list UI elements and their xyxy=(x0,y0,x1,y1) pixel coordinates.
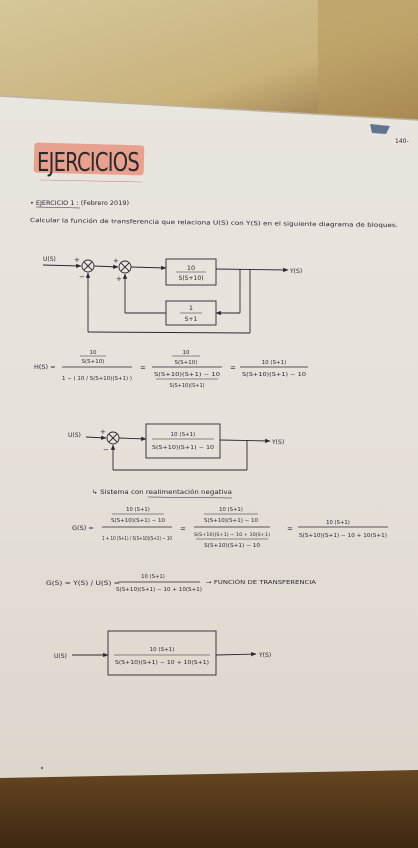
h-t3-den: S(S+10)(S+1) − 10 xyxy=(242,372,306,378)
d1-summer-2-x2 xyxy=(120,262,130,272)
d1-plus-3: + xyxy=(116,275,122,283)
title-highlight xyxy=(33,142,145,176)
page-number: 140- xyxy=(395,138,409,145)
block-diagram-3 xyxy=(72,630,257,676)
paper-dot xyxy=(40,766,44,770)
d2-minus: − xyxy=(103,446,109,454)
d2-input-line xyxy=(85,435,107,440)
page-edge-right xyxy=(318,0,418,130)
d2-block xyxy=(145,423,221,459)
page-title: EJERCICIOS xyxy=(37,148,139,178)
g-b-top-den: S(S+10)(S+1) − 10 xyxy=(204,518,258,524)
h-lhs: H(S) = xyxy=(34,363,56,371)
paper-shadow xyxy=(0,95,418,121)
diagram1-output: Y(S) xyxy=(289,268,302,275)
g-a-top-den: S(S+10)(S+1) − 10 xyxy=(111,518,165,524)
heading-underline xyxy=(35,206,81,209)
d1-line-s2-block xyxy=(130,265,167,271)
g-c-num: 10 (S+1) xyxy=(326,520,350,526)
result-label: → FUNCIÓN DE TRANSFERENCIA xyxy=(206,579,316,586)
d3-block-den: S(S+10)(S+1) − 10 + 10(S+1) xyxy=(115,660,209,666)
d1-forward-block xyxy=(165,258,217,286)
feedback-note: ↳ Sistema con realimentación negativa xyxy=(92,489,233,496)
equation-h: H(S) = 10 S(S+10) 1 − ( 10 / S(S+10)(S+1… xyxy=(34,350,308,389)
d2-block-den: S(S+10)(S+1) − 10 xyxy=(152,445,214,451)
h-t1-num: 10 xyxy=(90,350,97,356)
d2-block-num: 10 (S+1) xyxy=(171,432,196,438)
d1-output-line xyxy=(215,267,289,273)
d1-input-line xyxy=(42,263,82,269)
block-diagram-2 xyxy=(85,423,271,471)
g-a-top-num: 10 (S+1) xyxy=(126,507,150,513)
d3-block xyxy=(107,630,217,676)
g-a-bot: 1 + 10 (S+1) / S(S+10)(S+1) − 10 xyxy=(102,536,172,542)
blue-tab xyxy=(370,124,390,134)
g-lhs: G(S) = xyxy=(72,524,94,532)
g-b-top-num: 10 (S+1) xyxy=(219,507,243,513)
d1-minus-1: − xyxy=(79,273,85,281)
g-b-bot-num: S(S+10)(S+1) − 10 + 10(S+1) xyxy=(194,532,270,538)
h-t2-top-den: S(S+10) xyxy=(175,360,198,366)
g-b-bot-den: S(S+10)(S+1) − 10 xyxy=(204,543,260,549)
equation-g: G(S) = 10 (S+1) S(S+10)(S+1) − 10 1 + 10… xyxy=(72,507,388,549)
h-t3-num: 10 (S+1) xyxy=(262,360,287,366)
g-c-den: S(S+10)(S+1) − 10 + 10(S+1) xyxy=(299,533,387,539)
diagram2-input: U(S) xyxy=(68,432,81,439)
g-eq-1: = xyxy=(180,525,186,533)
d2-output-line xyxy=(219,438,271,444)
d3-output-line xyxy=(215,651,257,657)
h-t2-bot-den: S(S+10)(S+1) xyxy=(169,383,204,389)
d1-plus-2: + xyxy=(113,257,119,265)
d1-summer-1-x2 xyxy=(83,261,93,271)
g-eq-2: = xyxy=(287,525,293,533)
result-den: S(S+10)(S+1) − 10 + 10(S+1) xyxy=(116,587,202,593)
d3-block-num: 10 (S+1) xyxy=(150,647,175,653)
exercise-heading: • EJERCICIO 1 : (Febrero 2019) xyxy=(30,199,129,207)
diagram2-output: Y(S) xyxy=(271,439,284,446)
h-t1-den: 1 − ( 10 / S(S+10)(S+1) ) xyxy=(62,376,132,382)
diagram1-input: U(S) xyxy=(43,256,56,263)
h-t1-den-num: S(S+10) xyxy=(82,359,105,365)
d1-feedback-den: S+1 xyxy=(185,316,198,323)
d1-forward-den: S(S+10) xyxy=(179,275,204,282)
block-diagram-1: U(S) xyxy=(42,256,289,334)
result-lhs: G(S) = Y(S) / U(S) = xyxy=(46,581,120,587)
d2-summer-x2 xyxy=(108,433,118,443)
h-eq-2: = xyxy=(230,364,236,372)
h-t2-top: 10 xyxy=(183,350,190,356)
d1-plus-1: + xyxy=(74,256,80,264)
d1-line-s1-s2 xyxy=(93,264,119,269)
d2-plus: + xyxy=(100,428,106,436)
note-underline xyxy=(147,496,233,499)
d2-to-block xyxy=(118,436,147,441)
h-eq-1: = xyxy=(140,364,146,372)
equation-result: G(S) = Y(S) / U(S) = 10 (S+1) S(S+10)(S+… xyxy=(46,574,316,593)
result-num: 10 (S+1) xyxy=(141,574,165,580)
h-t2-bot: S(S+10)(S+1) − 10 xyxy=(154,372,220,378)
title-underline xyxy=(39,179,143,183)
d1-forward-num: 10 xyxy=(187,264,195,272)
diagram3-output: Y(S) xyxy=(258,652,271,659)
d1-feedback-num: 1 xyxy=(189,304,193,312)
diagram3-input: U(S) xyxy=(54,653,67,660)
d1-unity-bottom xyxy=(87,331,251,334)
